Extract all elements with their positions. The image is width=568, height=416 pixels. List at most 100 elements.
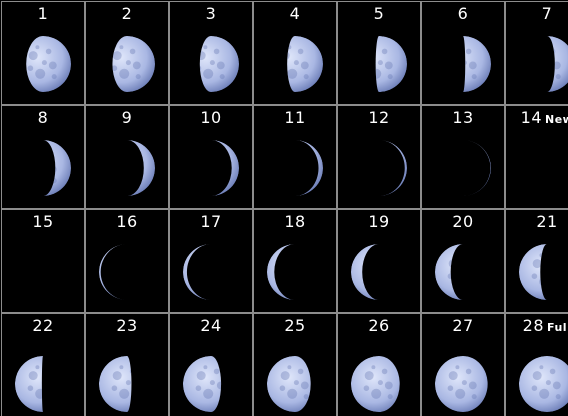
moon-phase-icon	[351, 356, 400, 412]
moon-phase-icon	[127, 140, 155, 196]
day-number: 20	[452, 212, 474, 231]
day-label: 19	[338, 213, 420, 231]
day-cell: 19	[337, 209, 421, 313]
day-number: 17	[200, 212, 222, 231]
day-cell: 12	[337, 105, 421, 209]
day-cell: 9	[85, 105, 169, 209]
phase-tag: New	[545, 113, 568, 126]
day-number: 19	[368, 212, 390, 231]
day-number: 3	[205, 4, 217, 23]
day-label: 27	[422, 317, 504, 335]
day-number: 11	[284, 108, 306, 127]
day-label: 6	[422, 5, 504, 23]
day-label: 12	[338, 109, 420, 127]
day-label: 9	[86, 109, 168, 127]
moon-phase-icon	[26, 36, 71, 92]
day-cell: 23	[85, 313, 169, 416]
day-number: 4	[289, 4, 301, 23]
day-number: 18	[284, 212, 306, 231]
moon-phase-icon	[267, 244, 295, 300]
day-label: 13	[422, 109, 504, 127]
day-label: 5	[338, 5, 420, 23]
day-cell: 21	[505, 209, 568, 313]
day-number: 26	[368, 316, 390, 335]
moon-phase-icon	[15, 356, 43, 412]
moon-phase-icon	[463, 140, 491, 196]
day-number: 13	[452, 108, 474, 127]
day-cell: 5	[337, 1, 421, 105]
day-number: 27	[452, 316, 474, 335]
day-number: 10	[200, 108, 222, 127]
day-cell: 28Full	[505, 313, 568, 416]
day-cell: 1	[1, 1, 85, 105]
day-label: 21	[506, 213, 568, 231]
day-cell: 20	[421, 209, 505, 313]
day-label: 22	[2, 317, 84, 335]
day-number: 9	[121, 108, 133, 127]
day-cell: 24	[169, 313, 253, 416]
moon-phase-icon	[435, 244, 463, 300]
day-label: 20	[422, 213, 504, 231]
day-number: 5	[373, 4, 385, 23]
day-label: 11	[254, 109, 336, 127]
day-label: 24	[170, 317, 252, 335]
moon-phase-icon	[183, 244, 211, 300]
day-number: 1	[37, 4, 49, 23]
day-label: 3	[170, 5, 252, 23]
day-label: 17	[170, 213, 252, 231]
day-label: 23	[86, 317, 168, 335]
day-number: 16	[116, 212, 138, 231]
day-cell: 6	[421, 1, 505, 105]
day-cell: 25	[253, 313, 337, 416]
moon-phase-icon	[295, 140, 323, 196]
day-cell: 4	[253, 1, 337, 105]
day-cell: 8	[1, 105, 85, 209]
phase-tag: Full	[547, 321, 568, 334]
day-label: 18	[254, 213, 336, 231]
moon-phase-icon	[463, 36, 491, 92]
moon-phase-icon	[99, 356, 132, 412]
moon-phase-icon	[547, 36, 568, 92]
day-cell: 10	[169, 105, 253, 209]
day-number: 21	[536, 212, 558, 231]
day-number: 24	[200, 316, 222, 335]
day-label: 1	[2, 5, 84, 23]
day-number: 14	[520, 108, 542, 127]
moon-phase-icon	[506, 106, 568, 208]
day-cell: 7	[505, 1, 568, 105]
moon-phase-icon	[267, 356, 311, 412]
day-label: 15	[2, 213, 84, 231]
day-label: 10	[170, 109, 252, 127]
day-label: 4	[254, 5, 336, 23]
moon-phase-icon	[199, 36, 239, 92]
moon-phase-icon	[379, 140, 407, 196]
day-cell: 11	[253, 105, 337, 209]
moon-phase-icon	[2, 210, 84, 312]
day-cell: 15	[1, 209, 85, 313]
moon-phase-icon	[351, 244, 379, 300]
day-number: 8	[37, 108, 49, 127]
day-label: 8	[2, 109, 84, 127]
day-label: 25	[254, 317, 336, 335]
day-number: 25	[284, 316, 306, 335]
day-cell: 17	[169, 209, 253, 313]
moon-phase-icon	[519, 356, 568, 412]
day-number: 6	[457, 4, 469, 23]
moon-phase-icon	[183, 356, 222, 412]
moon-phase-icon	[43, 140, 71, 196]
day-label: 16	[86, 213, 168, 231]
day-label: 28Full	[506, 317, 568, 337]
day-number: 28	[522, 316, 544, 335]
moon-phase-icon	[112, 36, 155, 92]
moon-phase-icon	[211, 140, 239, 196]
moon-phase-icon	[519, 244, 547, 300]
day-cell: 2	[85, 1, 169, 105]
day-cell: 27	[421, 313, 505, 416]
moon-phase-icon	[99, 244, 127, 300]
day-number: 22	[32, 316, 54, 335]
day-cell: 13	[421, 105, 505, 209]
day-number: 2	[121, 4, 133, 23]
moon-phase-icon	[435, 356, 488, 412]
day-label: 14New	[506, 109, 568, 129]
